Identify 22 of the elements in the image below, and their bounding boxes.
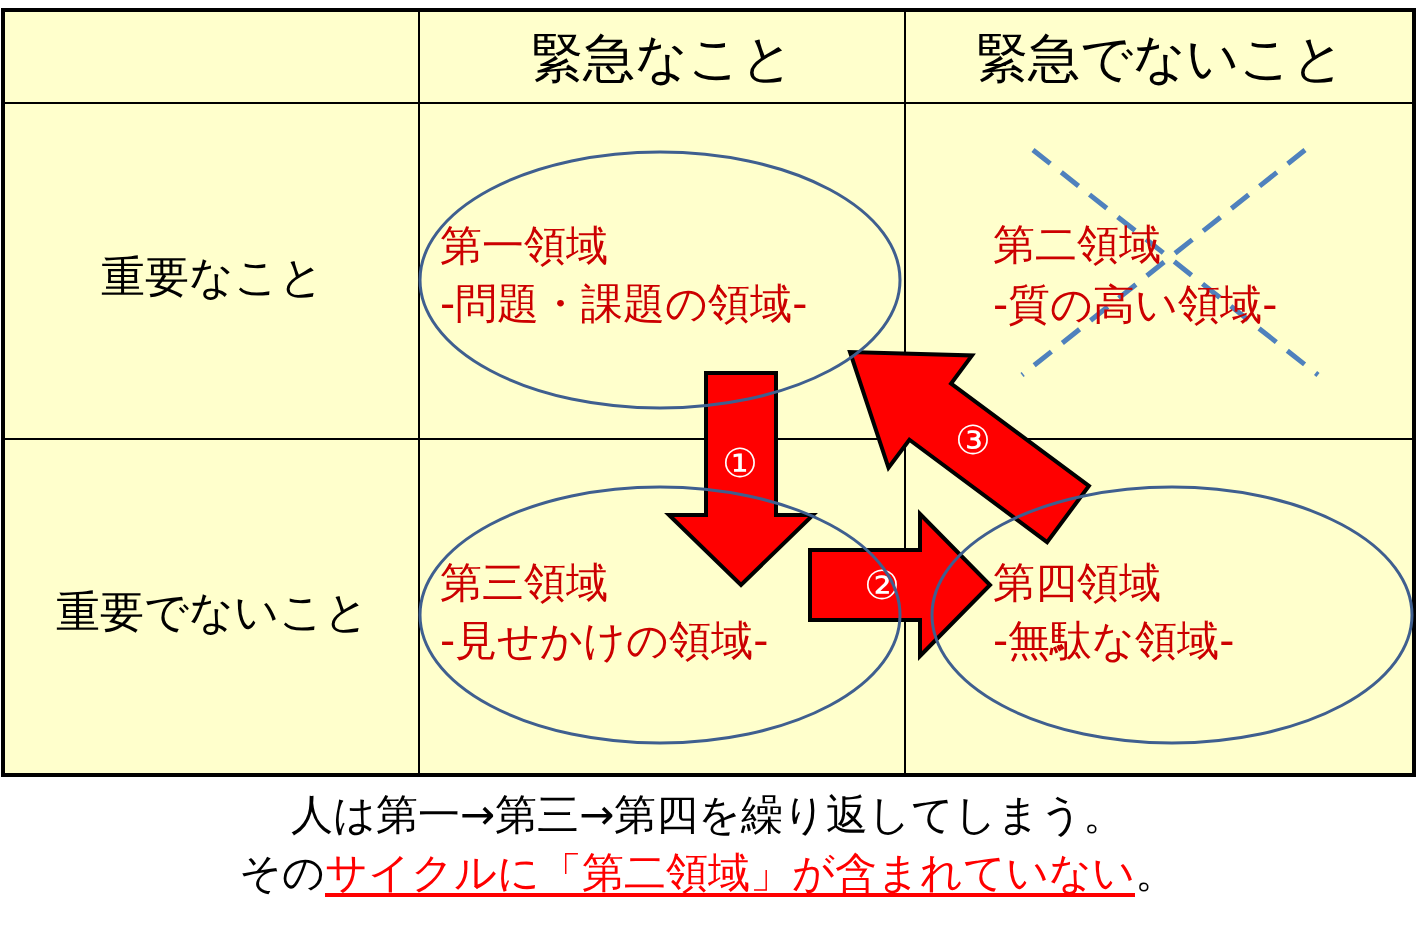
column-header: 緊急でないこと [975,32,1345,84]
caption-text: サイクルに「第二領域」が含まれていない [325,852,1135,894]
column-header: 緊急なこと [530,32,794,84]
row-header: 重要でないこと [55,590,369,634]
quadrant-title: 第三領域 [440,562,608,604]
caption-text: 。 [1135,852,1177,894]
quadrant-title: 第四領域 [993,562,1161,604]
quadrant-title: 第一領域 [440,225,608,267]
quadrant-title: 第二領域 [993,224,1161,266]
row-header: 重要なこと [100,255,324,299]
block-arrow [664,371,818,588]
quadrant-ellipse [930,485,1414,745]
caption-text: その [239,852,325,894]
block-arrow [847,349,1092,545]
quadrant-subtitle: -質の高い領域- [993,284,1278,326]
quadrant-ellipse [418,485,902,745]
block-arrow [808,509,993,661]
quadrant-ellipse [418,150,902,410]
quadrant-subtitle: -見せかけの領域- [440,620,769,662]
quadrant-subtitle: -問題・課題の領域- [440,283,808,325]
caption-text: 人は第一→第三→第四を繰り返してしまう。 [291,794,1126,836]
quadrant-subtitle: -無駄な領域- [993,620,1235,662]
